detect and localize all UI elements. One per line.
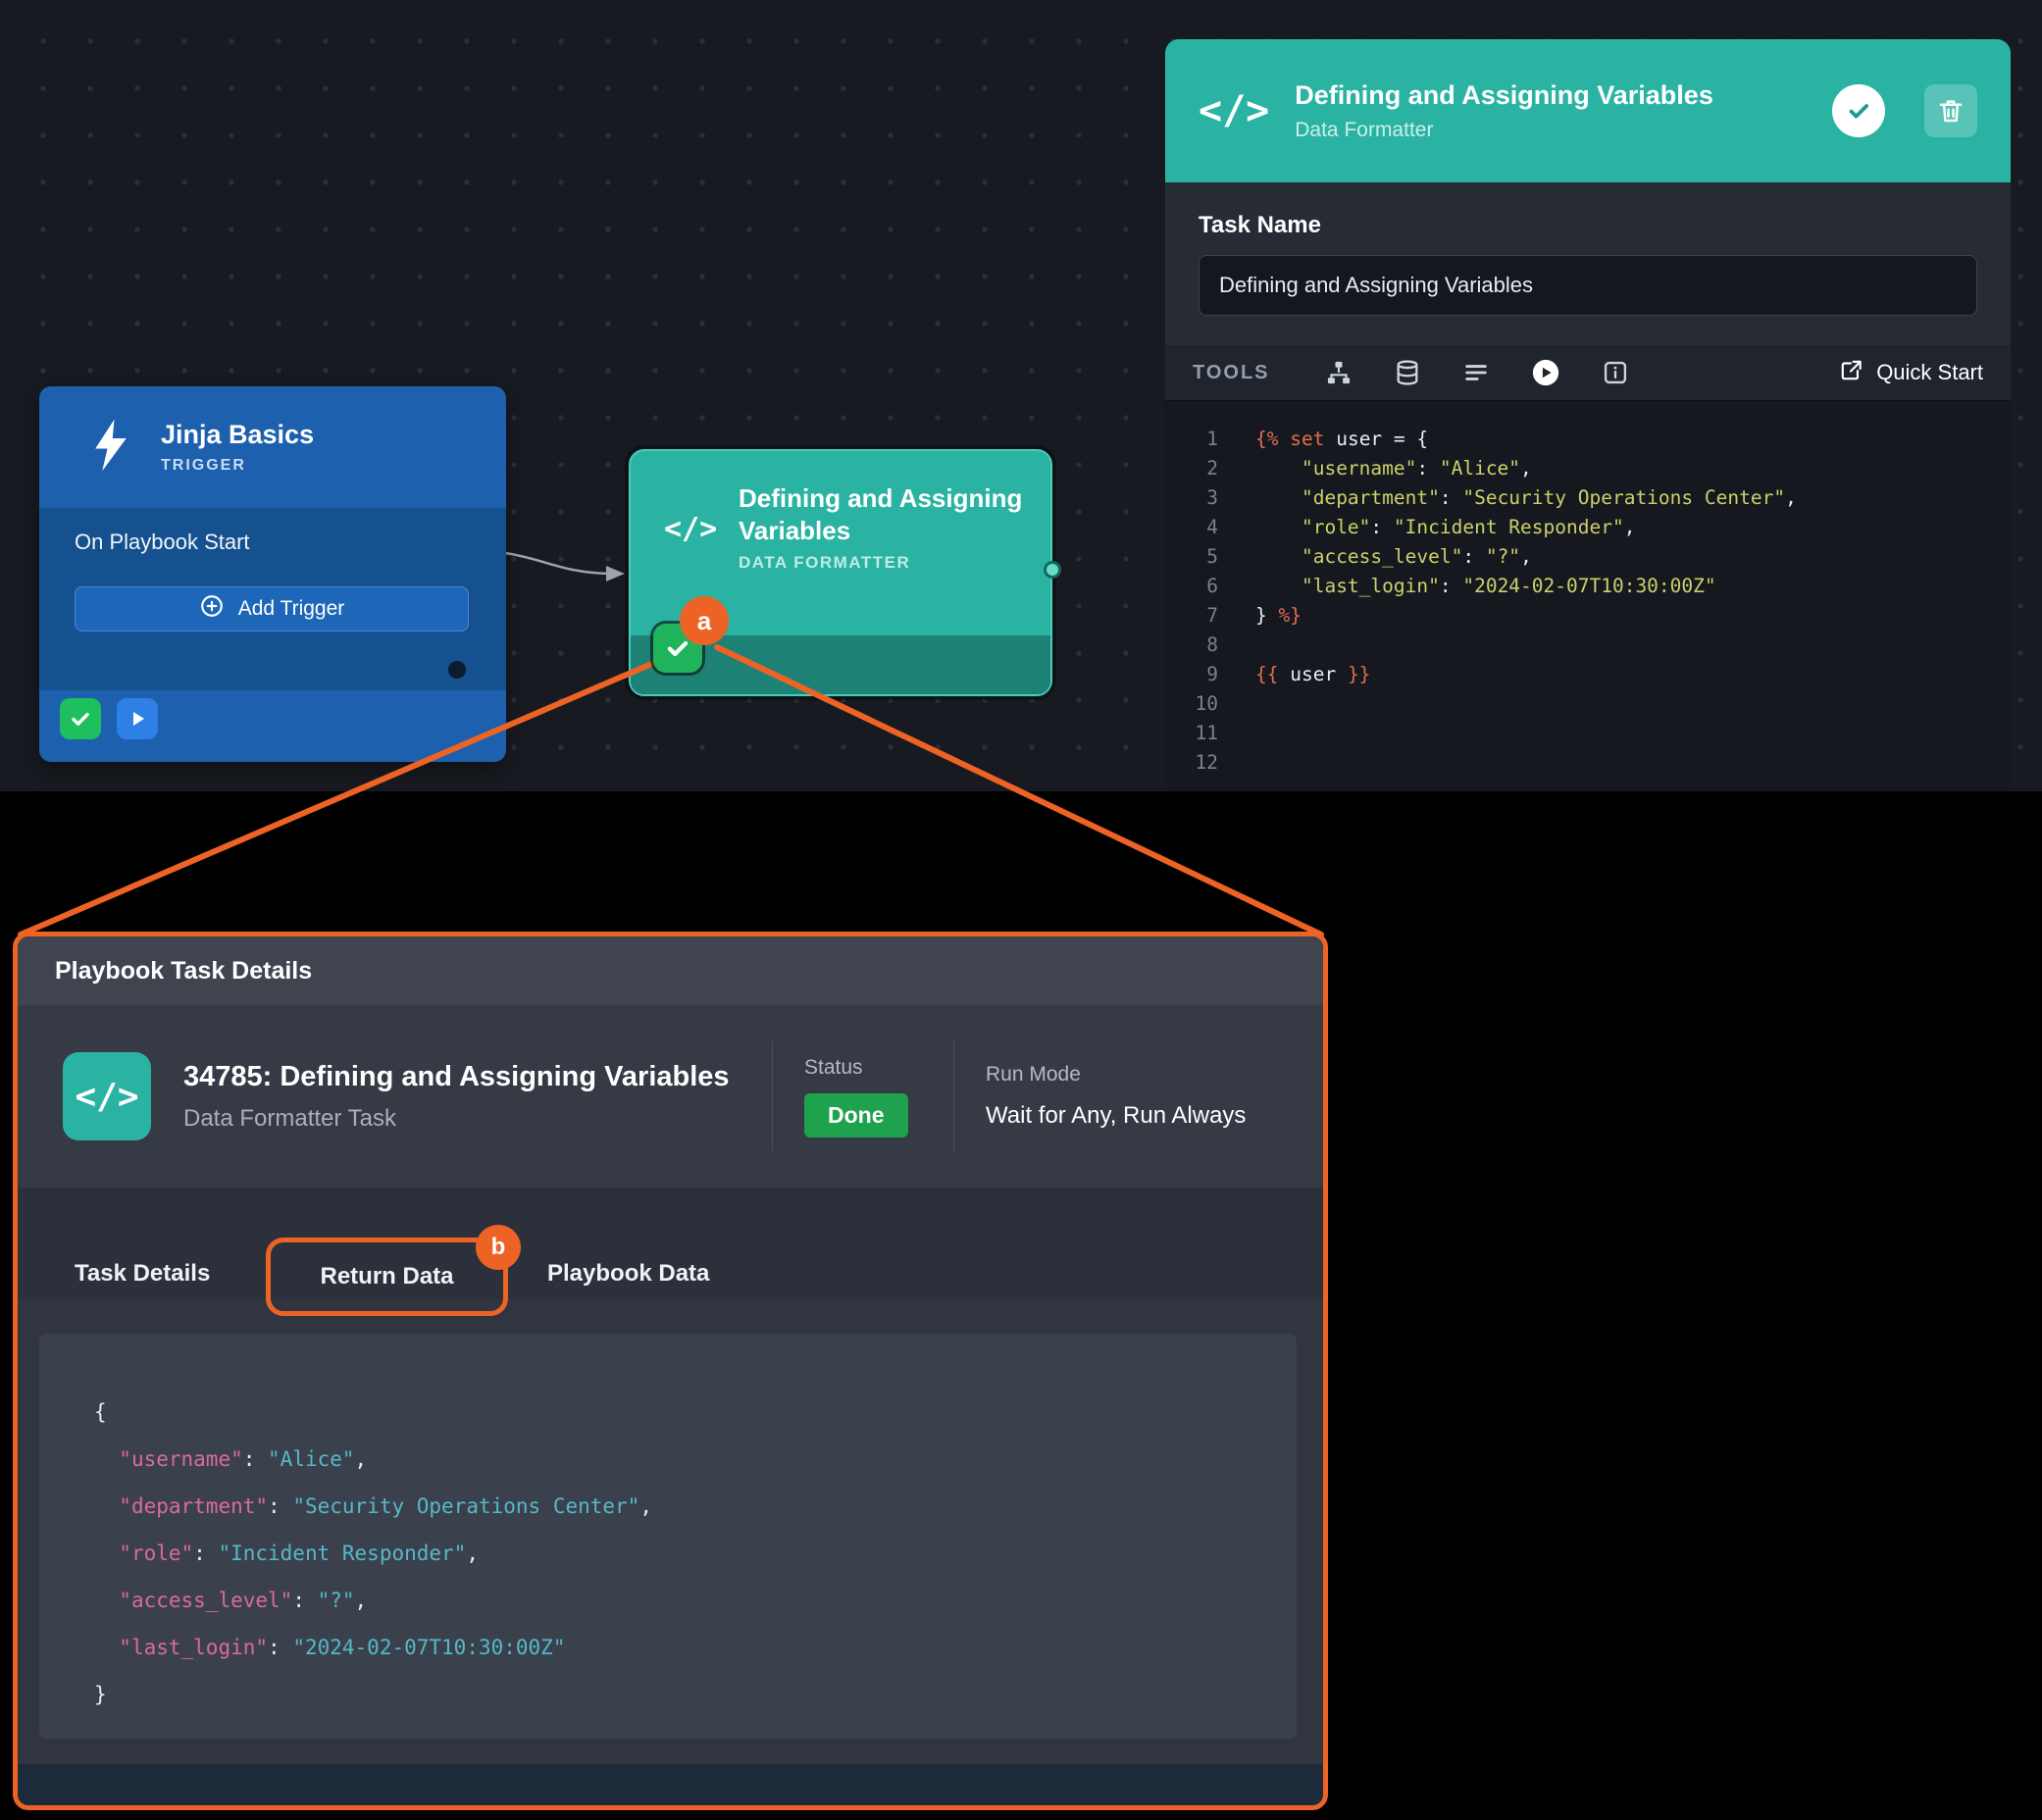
node-connection-handle[interactable] [1044, 561, 1061, 579]
task-type-subtitle: Data Formatter Task [183, 1104, 396, 1132]
tab-playbook-data[interactable]: Playbook Data [547, 1260, 710, 1287]
trigger-node-header: Jinja Basics TRIGGER [39, 386, 506, 508]
vertical-divider [953, 1041, 954, 1151]
panel-title: Playbook Task Details [55, 956, 313, 985]
task-id-title: 34785: Defining and Assigning Variables [183, 1060, 730, 1092]
quick-start-label: Quick Start [1876, 360, 1983, 384]
tools-label: TOOLS [1193, 361, 1270, 383]
task-name-label: Task Name [1199, 212, 1321, 238]
plus-circle-icon [199, 593, 225, 625]
tab-return-data[interactable]: Return Data [320, 1263, 454, 1289]
info-icon[interactable] [1602, 359, 1629, 386]
panel-titlebar: Playbook Task Details [18, 936, 1323, 1005]
run-mode-value: Wait for Any, Run Always [986, 1102, 1247, 1129]
return-data-json: { "username": "Alice", "department": "Se… [39, 1334, 1297, 1739]
add-trigger-button[interactable]: Add Trigger [75, 586, 469, 632]
editor-code[interactable]: {% set user = { "username": "Alice", "de… [1255, 428, 1797, 685]
return-data-content: { "username": "Alice", "department": "Se… [18, 1299, 1323, 1805]
run-preview-icon[interactable] [1531, 358, 1560, 387]
task-config-panel: </> Defining and Assigning Variables Dat… [1165, 39, 2011, 791]
task-name-input[interactable] [1199, 255, 1977, 316]
vertical-divider [772, 1041, 773, 1151]
sitemap-icon[interactable] [1325, 359, 1353, 386]
run-button[interactable] [117, 698, 158, 739]
status-label: Status [804, 1055, 863, 1079]
trigger-node[interactable]: Jinja Basics TRIGGER On Playbook Start A… [39, 386, 506, 762]
trigger-node-title: Jinja Basics [161, 420, 315, 449]
formatter-node-title: Defining and Assigning Variables [739, 483, 1023, 546]
status-badge: Done [804, 1092, 908, 1138]
trigger-node-type: TRIGGER [161, 457, 246, 474]
editor-toolbar: TOOLS [1165, 345, 2011, 400]
task-info-section: </> 34785: Defining and Assigning Variab… [18, 1005, 1323, 1188]
tab-task-details[interactable]: Task Details [75, 1260, 211, 1287]
formatter-node-type: DATA FORMATTER [739, 553, 911, 572]
delete-task-button[interactable] [1924, 84, 1977, 137]
code-icon: </> [664, 512, 718, 546]
config-panel-subtitle: Data Formatter [1295, 118, 1434, 141]
database-icon[interactable] [1394, 359, 1421, 386]
output-connection-handle[interactable] [448, 661, 466, 679]
on-playbook-start-label: On Playbook Start [75, 530, 250, 554]
lightning-bolt-icon [90, 416, 131, 480]
code-icon: </> [1199, 88, 1270, 133]
task-config-header: </> Defining and Assigning Variables Dat… [1165, 39, 2011, 182]
code-icon: </> [63, 1052, 151, 1140]
panel-bottom-strip [18, 1764, 1323, 1805]
annotation-b-badge: b [476, 1225, 521, 1270]
validate-button[interactable] [60, 698, 101, 739]
external-link-icon [1839, 357, 1864, 388]
quick-start-button[interactable]: Quick Start [1839, 357, 1983, 388]
save-task-button[interactable] [1832, 84, 1885, 137]
list-icon[interactable] [1462, 359, 1490, 386]
run-mode-label: Run Mode [986, 1063, 1081, 1086]
config-panel-title: Defining and Assigning Variables [1295, 79, 1713, 110]
annotation-highlight-return-data: Return Data b [266, 1225, 521, 1316]
task-detail-tabs: Task Details Return Data b Playbook Data [18, 1188, 1323, 1316]
trigger-node-body: On Playbook Start Add Trigger [39, 508, 506, 690]
add-trigger-label: Add Trigger [237, 597, 345, 620]
annotation-a-badge: a [680, 596, 729, 645]
playbook-task-details-panel: Playbook Task Details </> 34785: Definin… [13, 932, 1328, 1810]
